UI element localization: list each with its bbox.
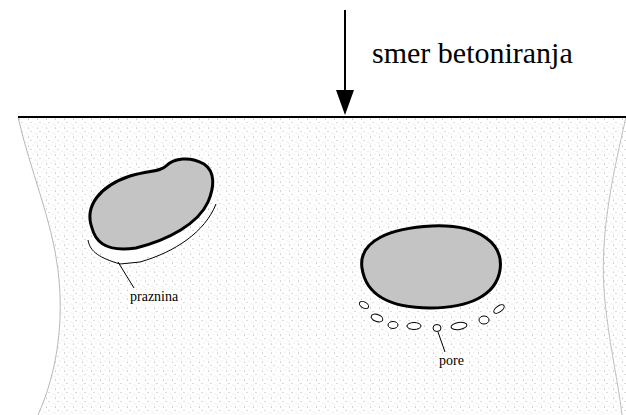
direction-label: smer betoniranja xyxy=(372,38,573,68)
pores-label: pore xyxy=(437,354,466,368)
arrow-head xyxy=(336,90,354,115)
concrete-body xyxy=(18,117,626,415)
leader-line xyxy=(438,332,445,352)
concrete-edge xyxy=(18,117,60,415)
concrete-surface xyxy=(18,116,626,118)
aggregate-grain xyxy=(362,226,501,308)
aggregate-grain xyxy=(90,159,213,249)
void-label: praznina xyxy=(128,290,180,304)
pores xyxy=(358,300,505,332)
concrete-edge xyxy=(603,117,626,415)
leader-line xyxy=(118,262,134,288)
direction-arrow xyxy=(344,10,346,96)
